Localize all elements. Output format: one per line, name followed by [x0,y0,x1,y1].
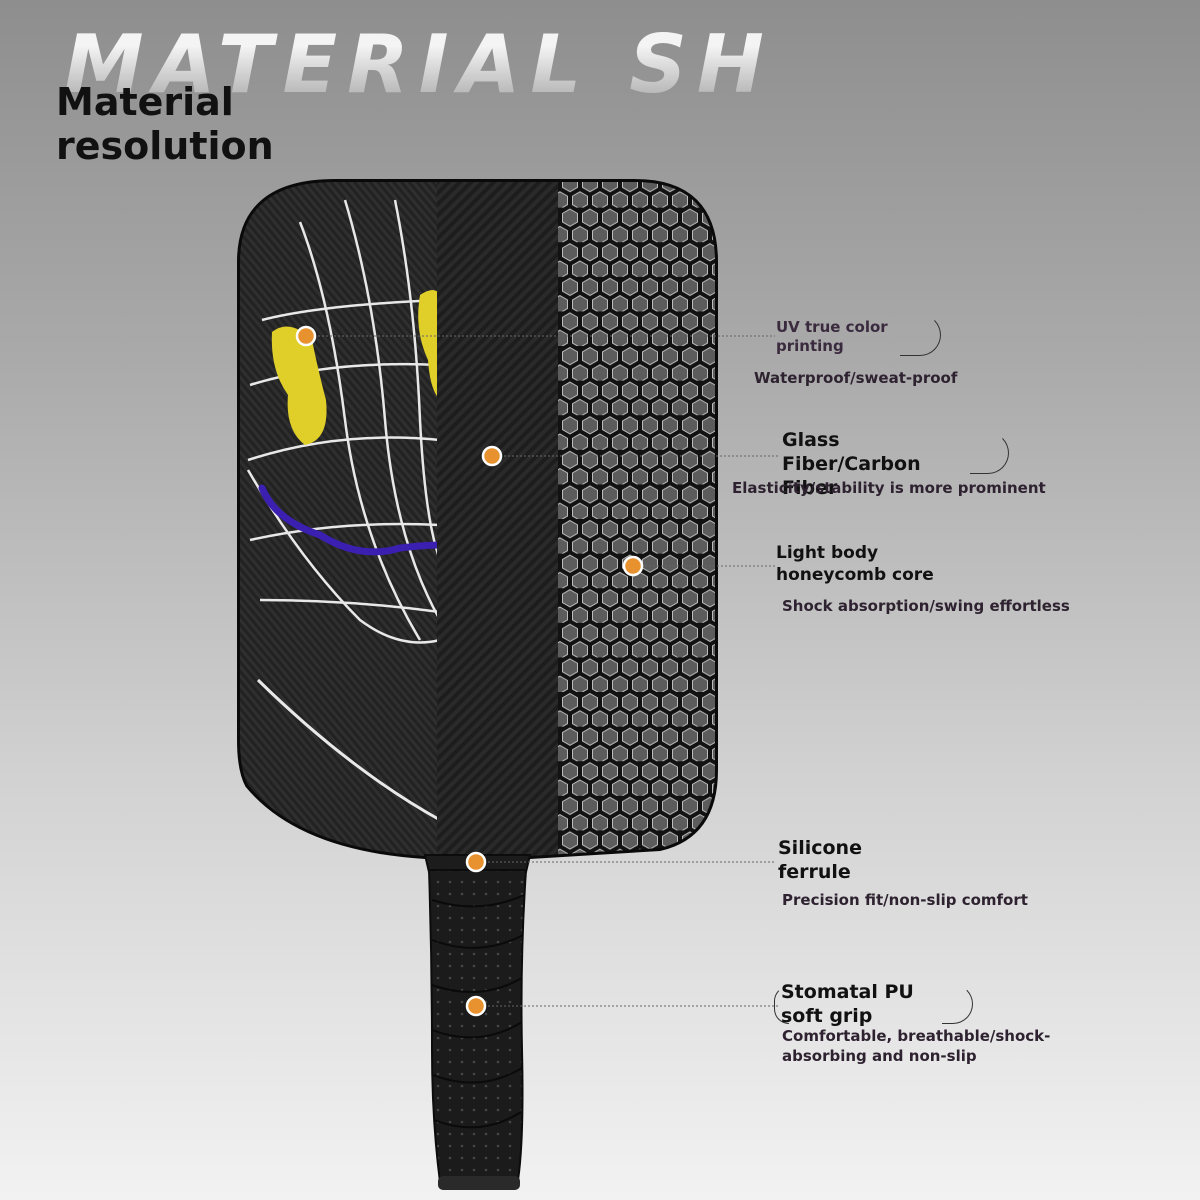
callout-description-line2: absorbing and non-slip [782,1047,977,1065]
bracket-decoration [900,314,941,356]
callout-marker-dot [295,325,317,347]
callout-title-line2: ferrule [778,861,851,883]
title-line-1: Material [56,80,234,124]
callout-marker-dot [465,851,487,873]
bracket-decoration [970,432,1009,474]
title-line-2: resolution [56,124,274,168]
callout-title-line2: honeycomb core [776,565,934,585]
purple-accent-stroke [258,484,446,556]
callout-grip-desc: Comfortable, breathable/shock- absorbing… [782,1026,1050,1066]
callout-uv-printing-desc: Waterproof/sweat-proof [754,362,957,388]
callout-title: UV true color printing [776,318,888,355]
callout-title: Glass Fiber/Carbon Fiber [782,429,921,499]
yellow-accent-shape [271,326,327,445]
callout-ferrule: Silicone ferrule [778,836,862,884]
callout-title-line1: Light body [776,543,879,563]
callout-title: Stomatal PU soft grip [781,981,914,1027]
callout-description: Waterproof/sweat-proof [754,369,958,387]
callout-description: Precision fit/non-slip comfort [782,891,1028,909]
yellow-accent-shape-2 [418,290,440,400]
callout-fiber-desc: Elasticity/stability is more prominent [732,478,1046,498]
callout-description: Elasticity/stability is more prominent [732,479,1046,497]
callout-title-line1: Silicone [778,837,862,859]
printed-grid-graphic [246,199,442,822]
callout-description-line1: Comfortable, breathable/shock- [782,1027,1051,1045]
callout-description: Shock absorption/swing effortless [782,597,1070,615]
callout-marker-dot [481,445,503,467]
callout-marker-dot [465,995,487,1017]
callout-uv-printing: UV true color printing [776,318,896,356]
callout-ferrule-desc: Precision fit/non-slip comfort [782,890,1028,910]
callout-honeycomb: Light body honeycomb core [776,542,934,586]
callout-grip: Stomatal PU soft grip [781,980,961,1028]
callout-marker-dot [622,555,644,577]
callout-honeycomb-desc: Shock absorption/swing effortless [782,596,1070,616]
callout-fiber: Glass Fiber/Carbon Fiber [782,428,982,500]
grip-butt-cap [438,1176,520,1190]
page-title: Material resolution [56,80,316,168]
grip-wrap-lines [431,894,525,1129]
